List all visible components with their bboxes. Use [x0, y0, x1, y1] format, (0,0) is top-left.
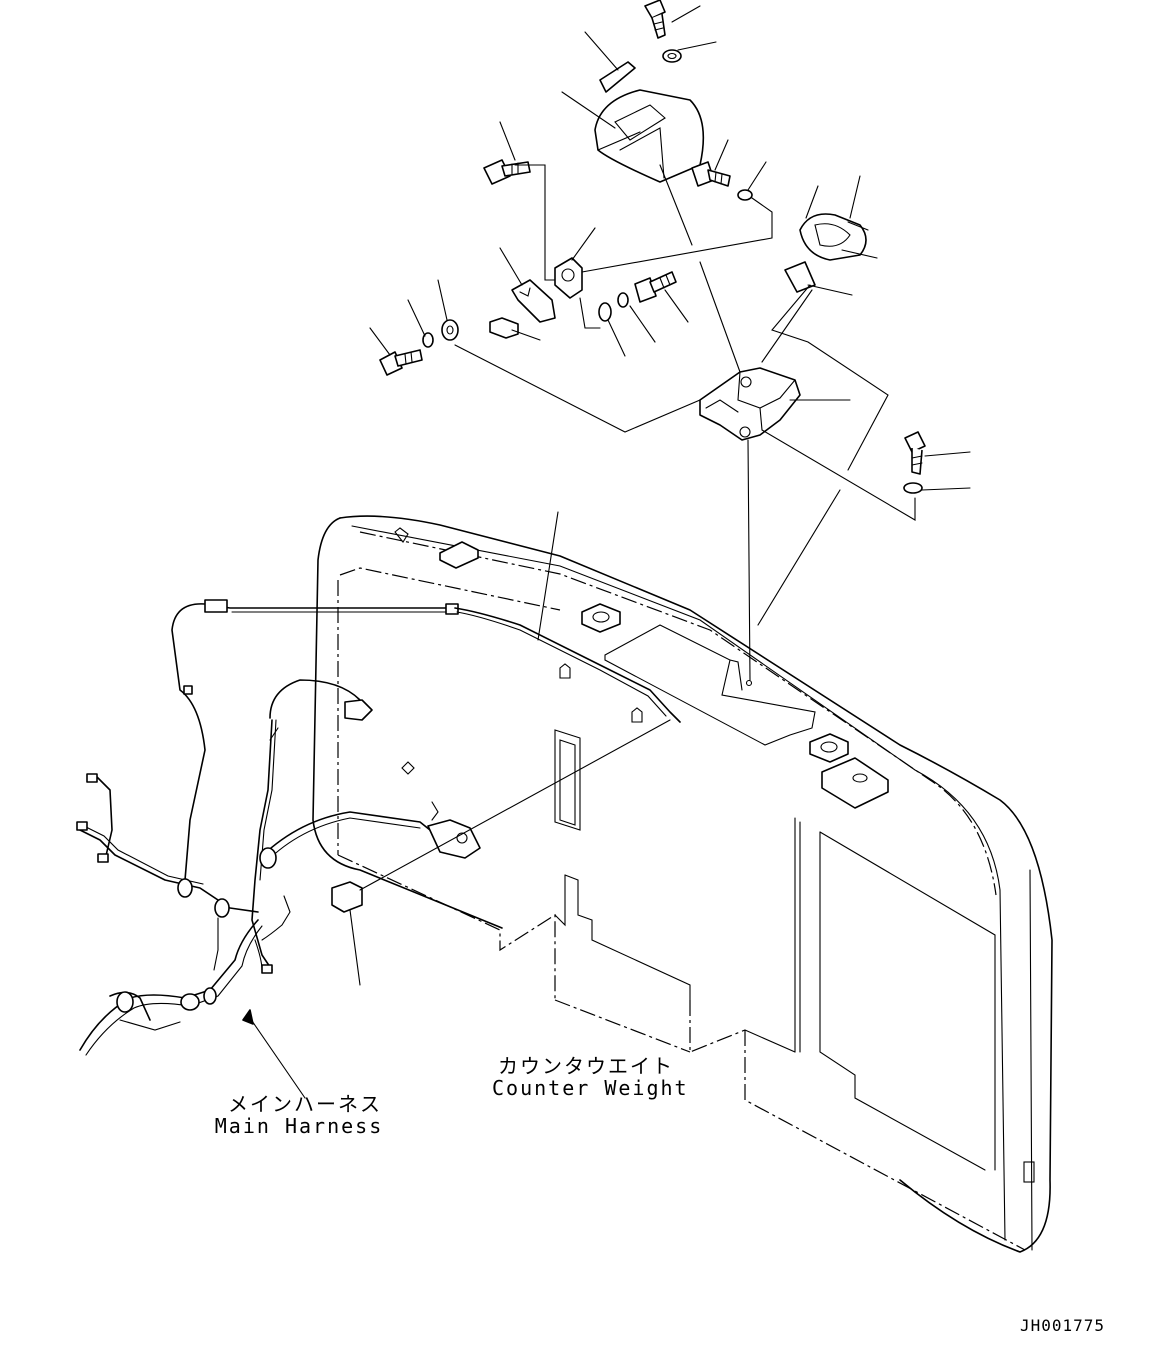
- beacon-assembly: [379, 0, 926, 494]
- main-harness-label-jp: メインハーネス: [228, 1092, 382, 1116]
- counter-weight-label-en: Counter Weight: [492, 1076, 689, 1100]
- main-harness: [76, 599, 681, 1056]
- main-harness-label-en: Main Harness: [214, 1114, 384, 1138]
- drawing-code: JH001775: [1020, 1316, 1106, 1335]
- counter-weight: [312, 515, 1053, 1253]
- leader-lines: [242, 5, 971, 1099]
- counter-weight-label-jp: カウンタウエイト: [498, 1054, 674, 1078]
- assembly-lines: [359, 164, 916, 891]
